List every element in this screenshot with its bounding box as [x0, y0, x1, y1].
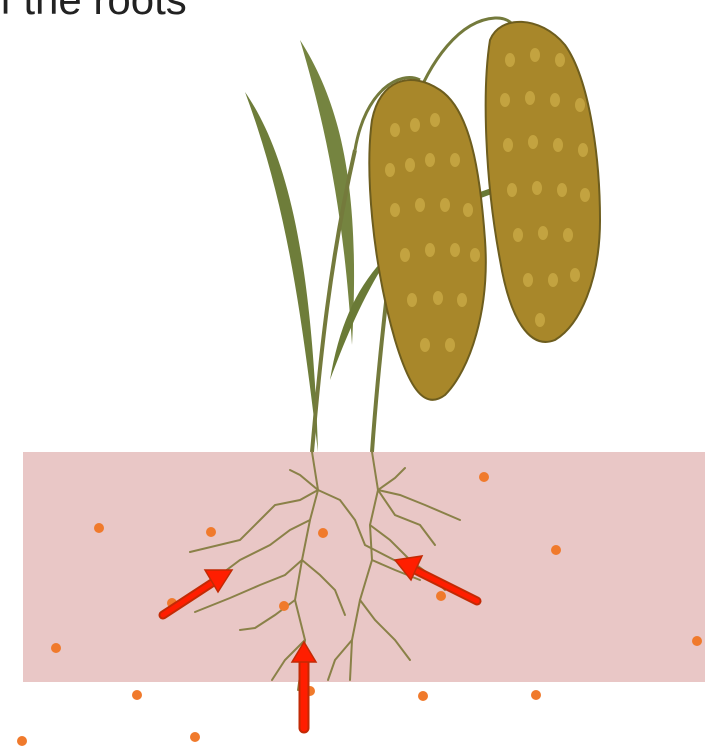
nutrient-dot	[279, 601, 289, 611]
nutrient-dot	[436, 591, 446, 601]
nutrient-dot	[479, 472, 489, 482]
nutrient-dot	[206, 527, 216, 537]
nutrient-dot	[94, 523, 104, 533]
nutrient-dot	[551, 545, 561, 555]
nutrient-dot	[190, 732, 200, 742]
millet-plant-icon	[245, 18, 600, 452]
nutrient-dot	[531, 690, 541, 700]
soil-region	[23, 452, 705, 682]
nutrient-dot	[318, 528, 328, 538]
nutrient-dot	[418, 691, 428, 701]
nutrient-flow-arrow-bottom	[292, 642, 316, 728]
nutrient-dot	[17, 736, 27, 746]
nutrient-dot	[132, 690, 142, 700]
nutrient-dot	[51, 643, 61, 653]
nutrient-dot	[692, 636, 702, 646]
